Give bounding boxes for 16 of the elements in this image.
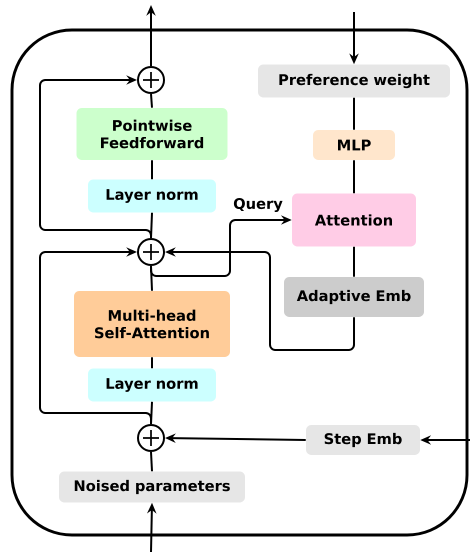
sum-circle: [137, 66, 165, 94]
process-box: Adaptive Emb: [284, 277, 424, 317]
process-box: Layer norm: [88, 180, 216, 212]
process-box: Layer norm: [88, 368, 216, 402]
process-box: MLP: [313, 130, 395, 160]
arrow: [39, 75, 152, 238]
sum-circle: [137, 424, 165, 452]
sum-circle: [137, 238, 165, 266]
process-box: Attention: [292, 194, 416, 246]
arrow: [39, 247, 152, 424]
input-box: Step Emb: [306, 425, 420, 455]
process-box: Multi-head Self-Attention: [74, 291, 230, 357]
process-box: Pointwise Feedforward: [76, 108, 228, 160]
input-box: Preference weight: [258, 64, 450, 98]
input-box: Noised parameters: [59, 472, 245, 502]
edge-label: Query: [232, 196, 284, 214]
